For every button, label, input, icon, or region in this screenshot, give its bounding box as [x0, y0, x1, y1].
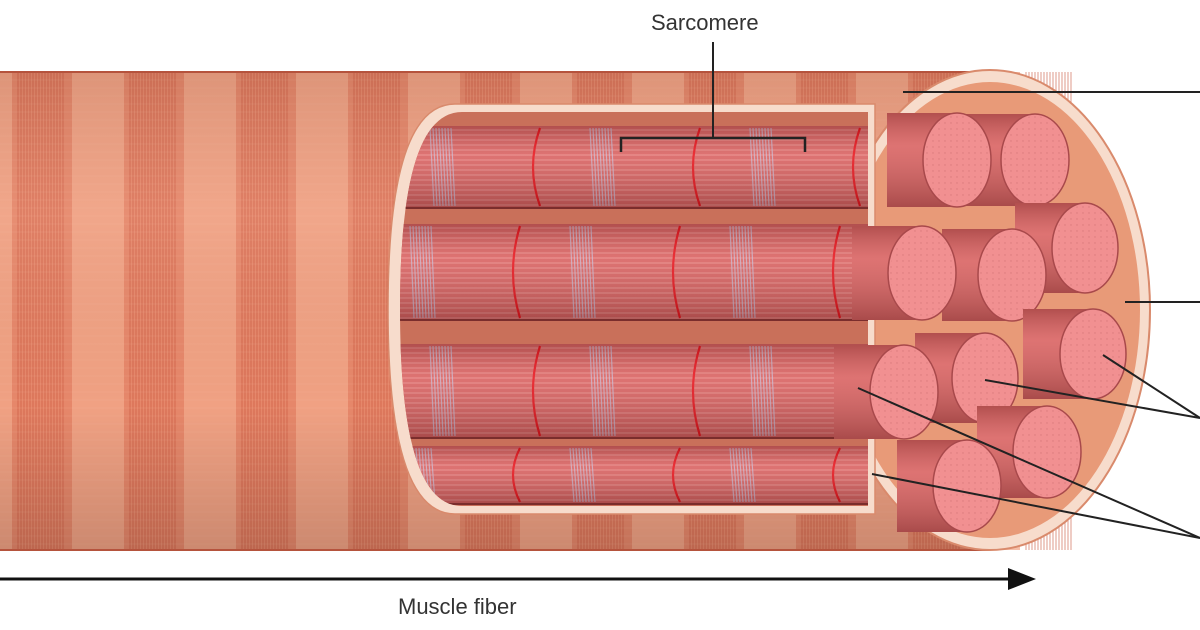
- myofibril-ends: [834, 112, 1127, 533]
- myofibril-cross-section: [942, 228, 1047, 322]
- myofibril-end-texture: [1003, 116, 1067, 204]
- leader-nucleus-a: [984, 379, 1200, 419]
- sarcomere-label: Sarcomere: [651, 10, 759, 35]
- myofibril-end-texture: [954, 335, 1016, 421]
- myofibril-cross-section: [1023, 308, 1127, 400]
- muscle-fiber-label: Muscle fiber: [398, 594, 517, 619]
- myofibril: [400, 344, 868, 439]
- myofibril-end-texture: [1054, 205, 1116, 291]
- myofibril-shading: [400, 344, 868, 438]
- myofibril-cross-section: [897, 439, 1002, 533]
- arrow-head: [1008, 568, 1036, 590]
- leader-myofibril-a: [857, 387, 1200, 539]
- sarcomere-brace: [619, 136, 807, 152]
- myofibril-end-texture: [925, 115, 989, 205]
- myofibril-end-texture: [980, 231, 1044, 319]
- myofibril: [400, 224, 868, 321]
- myofibril-shading: [400, 446, 868, 504]
- myofibril: [400, 126, 868, 209]
- myofibril-cross-section: [887, 112, 992, 208]
- myofibril-end-texture: [872, 347, 936, 437]
- myofibril-end-texture: [1015, 408, 1079, 496]
- myofibril-end-texture: [935, 442, 999, 530]
- myofibril-end-texture: [1062, 311, 1124, 397]
- myofibrils: [400, 126, 868, 505]
- sarcomere-bracket: [619, 42, 807, 152]
- myofibril-end-texture: [890, 228, 954, 318]
- myofibril-cross-section: [915, 332, 1019, 424]
- myofibril-cross-section: [834, 344, 939, 440]
- myofibril: [400, 446, 868, 505]
- leader-myofibril-b: [871, 473, 1200, 539]
- myofibril-shading: [400, 126, 868, 208]
- muscle-fiber-arrow: [0, 568, 1036, 590]
- myofibril-cross-section: [852, 225, 957, 321]
- myofibril-shading: [400, 224, 868, 320]
- leader-lines: [857, 91, 1200, 539]
- leader-nucleus-b: [1102, 354, 1200, 419]
